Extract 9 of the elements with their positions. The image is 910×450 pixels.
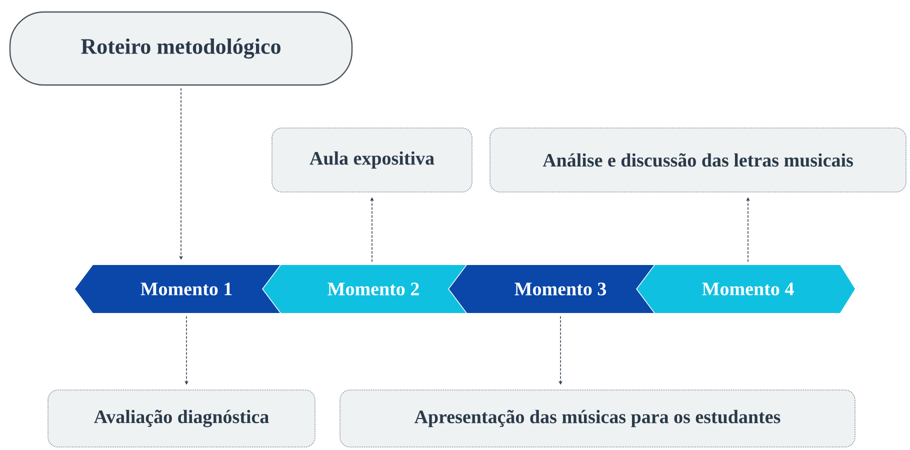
activity-box: Avaliação diagnóstica xyxy=(48,390,316,448)
activity-box: Aula expositiva xyxy=(272,128,472,192)
activity-box: Apresentação das músicas para os estudantes xyxy=(340,390,856,448)
timeline-segment: Momento 4 xyxy=(637,265,855,313)
timeline-segment: Momento 1 xyxy=(75,265,280,313)
title-pill: Roteiro metodológico xyxy=(9,11,353,86)
activity-box: Análise e discussão das letras musicais xyxy=(490,128,906,192)
timeline-segment: Momento 2 xyxy=(263,265,466,313)
timeline-segment: Momento 3 xyxy=(449,265,654,313)
